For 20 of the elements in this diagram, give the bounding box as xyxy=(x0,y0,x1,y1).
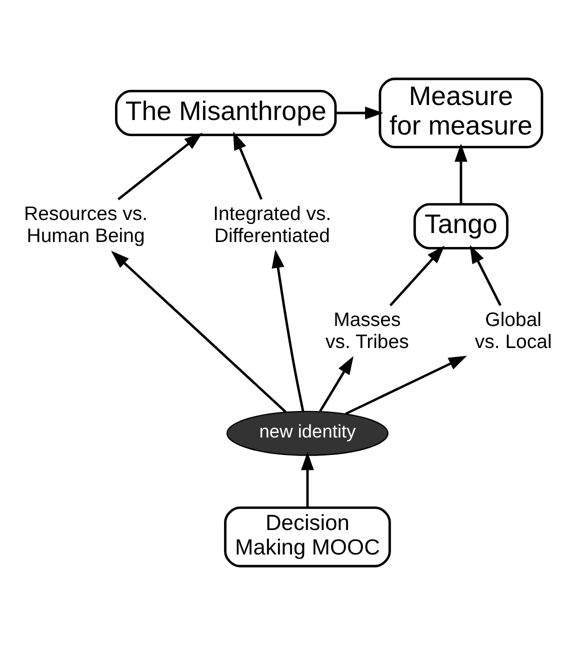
arrow xyxy=(336,106,384,120)
node-text: Resources vs. Human Being xyxy=(24,202,148,247)
arrow xyxy=(301,452,314,508)
node-ellipse: new identity xyxy=(226,410,389,456)
arrow xyxy=(454,143,468,204)
arrow xyxy=(345,356,467,415)
arrow xyxy=(319,356,354,412)
node-box: Tango xyxy=(413,203,508,250)
arrow xyxy=(272,250,304,412)
node-box: Decision Making MOOC xyxy=(224,506,391,568)
arrow xyxy=(118,132,203,200)
node-box: The Misanthrope xyxy=(115,90,337,136)
node-text: Global vs. Local xyxy=(474,308,552,353)
arrow xyxy=(389,246,445,306)
node-box: Measure for measure xyxy=(378,78,544,148)
arrow xyxy=(111,250,287,414)
node-text: Masses vs. Tribes xyxy=(325,308,409,353)
node-text: Integrated vs. Differentiated xyxy=(213,202,332,247)
arrow xyxy=(470,244,502,306)
arrow xyxy=(233,132,263,200)
